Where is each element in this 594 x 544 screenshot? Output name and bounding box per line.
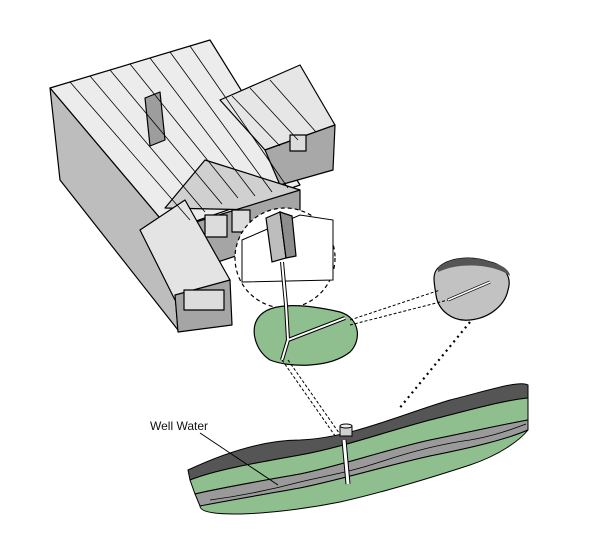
well-water-label: Well Water [150,419,208,433]
dotted-link [397,321,471,411]
well-water-callout: Well Water [150,419,279,486]
chimney [144,91,166,147]
left-wing-window [183,289,225,311]
dashed-link-bottom [349,299,449,326]
leader-line [199,432,279,486]
dashed-pipe-down-1 [281,359,339,441]
wing-window [289,134,307,152]
pressure-tank-side [279,211,297,259]
distant-patch [433,257,510,321]
wing-wall [264,124,336,186]
dashed-pipe-down-2 [287,359,345,441]
ground-patch [253,304,358,366]
soil-cross-section [187,383,529,515]
detail-magnifier [234,207,336,309]
roof-lines [69,45,317,221]
house [49,39,336,333]
connectors [281,289,471,441]
well-cap-top [339,423,353,429]
well-casing [339,423,353,485]
front-window-1 [204,214,228,238]
dashed-link-top [349,289,441,321]
